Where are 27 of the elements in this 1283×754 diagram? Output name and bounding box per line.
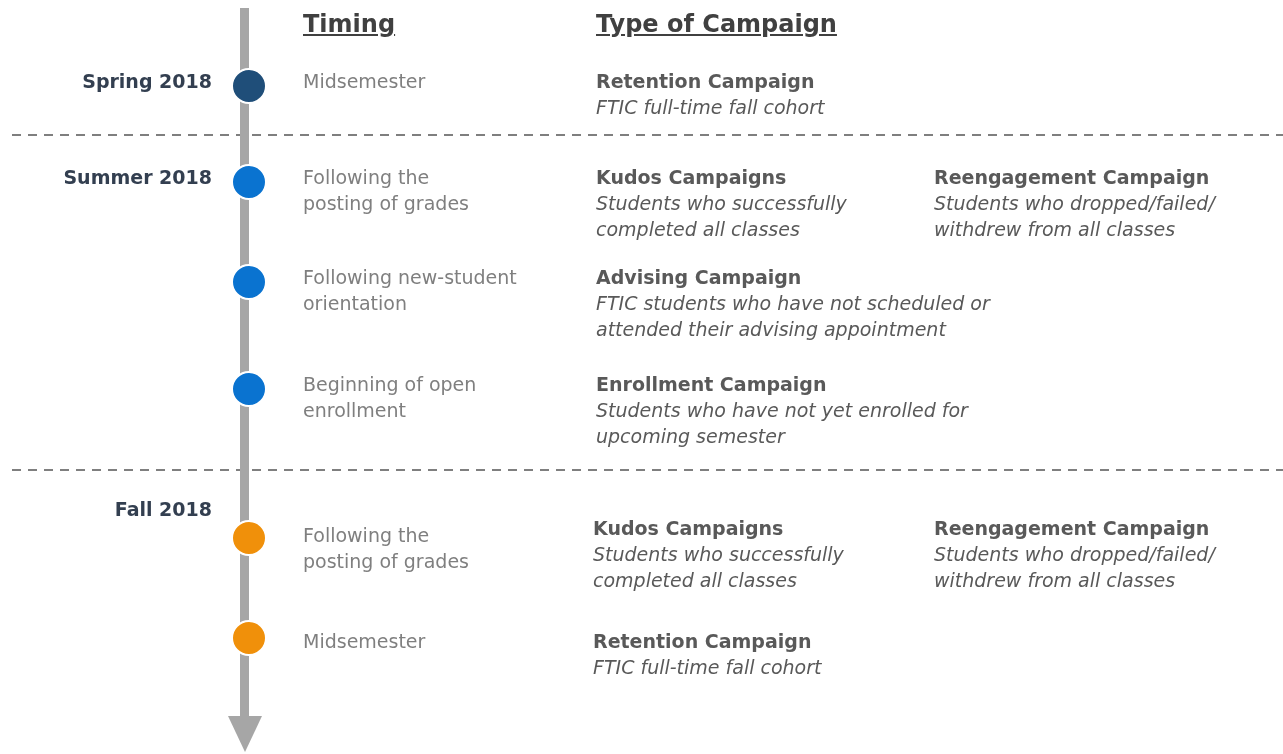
campaign-description: Students who successfully completed all classes	[593, 542, 845, 593]
timing-text: Following new-student orientation	[303, 265, 518, 316]
campaign-title: Enrollment Campaign	[596, 372, 828, 397]
column-header: Timing	[303, 9, 397, 40]
campaign-title: Advising Campaign	[596, 265, 803, 290]
campaign-title: Kudos Campaigns	[593, 516, 785, 541]
campaign-description: FTIC full-time fall cohort	[593, 655, 823, 680]
timing-text: Midsemester	[303, 69, 427, 94]
campaign-description: Students who have not yet enrolled for upcoming semester	[596, 398, 970, 449]
campaign-title: Reengagement Campaign	[934, 516, 1211, 541]
campaign-description: Students who successfully completed all classes	[596, 191, 848, 242]
season-label: Spring 2018	[81, 69, 212, 94]
campaign-description: FTIC full-time fall cohort	[596, 95, 826, 120]
timing-text: Following the posting of grades	[303, 523, 470, 574]
campaign-description: Students who dropped/failed/ withdrew from all classes	[934, 542, 1218, 593]
campaign-title: Reengagement Campaign	[934, 165, 1211, 190]
season-label: Summer 2018	[62, 165, 212, 190]
campaign-description: Students who dropped/failed/ withdrew from all classes	[934, 191, 1218, 242]
campaign-title: Retention Campaign	[593, 629, 813, 654]
campaign-description: FTIC students who have not scheduled or attended their advising appointment	[596, 291, 992, 342]
timing-text: Midsemester	[303, 629, 427, 654]
column-header: Type of Campaign	[596, 9, 838, 40]
campaign-title: Retention Campaign	[596, 69, 816, 94]
campaign-title: Kudos Campaigns	[596, 165, 788, 190]
timing-text: Following the posting of grades	[303, 165, 470, 216]
season-label: Fall 2018	[113, 497, 212, 522]
timing-text: Beginning of open enrollment	[303, 372, 478, 423]
